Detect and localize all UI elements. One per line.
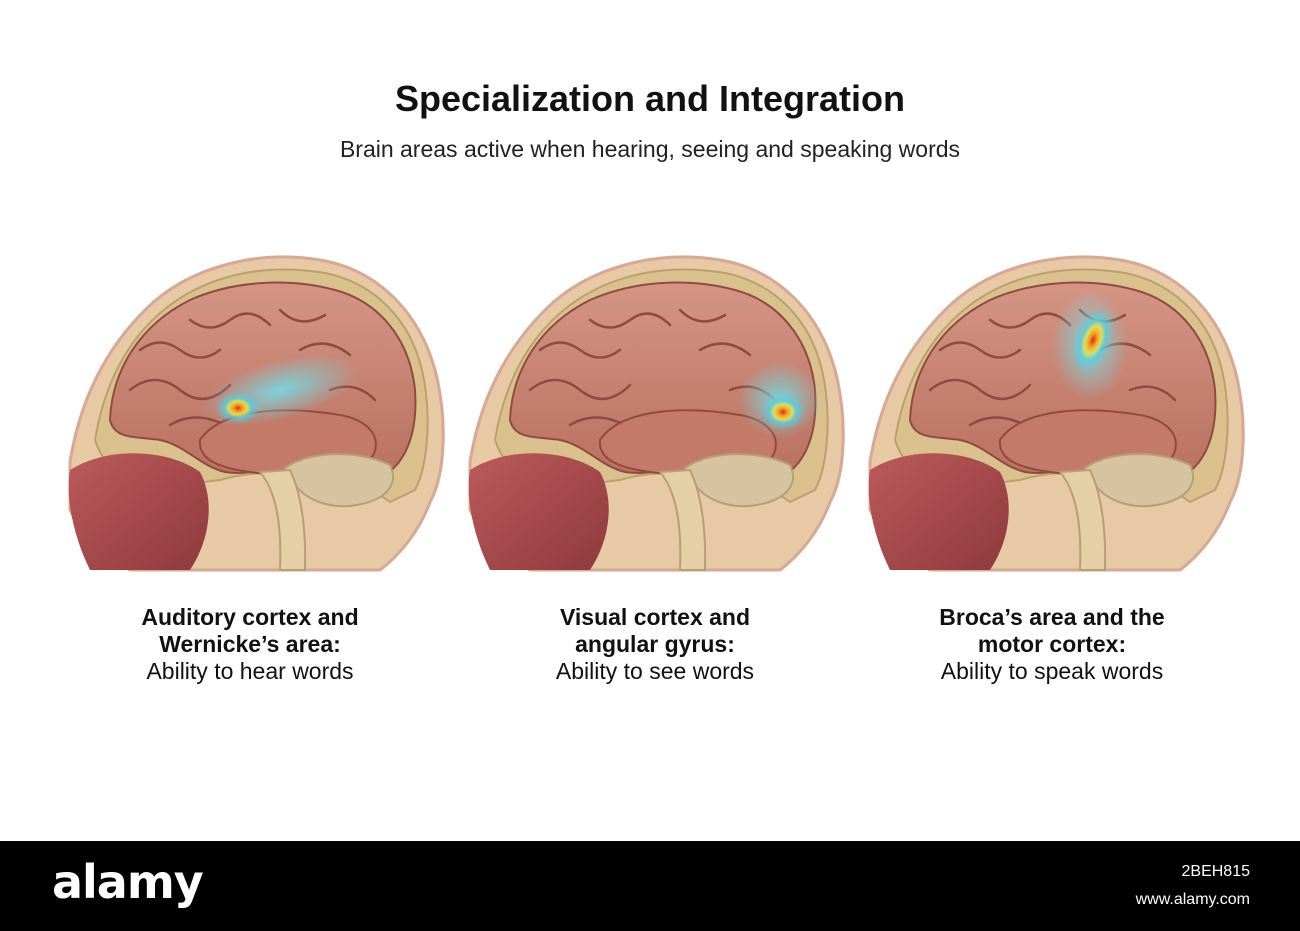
brain-folds (128, 308, 377, 427)
cerebellum (283, 453, 395, 508)
stock-url: www.alamy.com (1135, 891, 1250, 908)
diagram-title: Specialization and Integration (394, 78, 906, 119)
caption-hearing-description: Ability to hear words (146, 658, 354, 684)
caption-speaking-description: Ability to speak words (940, 658, 1164, 684)
brain-folds (528, 308, 777, 427)
caption-hearing-title-line2: Wernicke’s area: (159, 631, 341, 657)
brain-illustration-hearing (68, 255, 445, 572)
stock-footer-bar: alamy 2BEH815 www.alamy.com (0, 841, 1300, 931)
caption-seeing-description: Ability to see words (555, 658, 755, 684)
caption-seeing-title-line1: Visual cortex and (559, 604, 751, 630)
brainstem (257, 468, 307, 571)
stock-image-id: 2BEH815 (1181, 863, 1251, 880)
activation-hotspot-seeing (761, 394, 805, 430)
tongue-region (868, 453, 1009, 570)
caption-seeing-title-line2: angular gyrus: (575, 631, 735, 657)
caption-speaking-title-line1: Broca’s area and the (939, 604, 1165, 630)
caption-speaking: Broca’s area and the motor cortex: Abili… (902, 604, 1202, 685)
brainstem (657, 468, 707, 571)
brain-panel-speaking (850, 240, 1250, 580)
tongue-region (68, 453, 209, 570)
brainstem (1057, 468, 1107, 571)
brain-panel-seeing (450, 240, 850, 580)
caption-seeing: Visual cortex and angular gyrus: Ability… (505, 604, 805, 685)
activation-hotspot-hearing (216, 392, 260, 424)
tongue-region (468, 453, 609, 570)
diagram-subtitle: Brain areas active when hearing, seeing … (339, 136, 961, 162)
brain-illustration-seeing (468, 255, 845, 572)
caption-hearing: Auditory cortex and Wernicke’s area: Abi… (100, 604, 400, 685)
alamy-logo: alamy (52, 855, 204, 909)
caption-speaking-title-line2: motor cortex: (977, 631, 1127, 657)
brain-illustration-speaking (868, 255, 1245, 572)
brain-panel-hearing (50, 240, 450, 580)
caption-hearing-title-line1: Auditory cortex and (141, 604, 359, 630)
activation-hotspot-speaking (1072, 307, 1114, 373)
cerebellum (683, 453, 795, 508)
cerebellum (1083, 453, 1195, 508)
